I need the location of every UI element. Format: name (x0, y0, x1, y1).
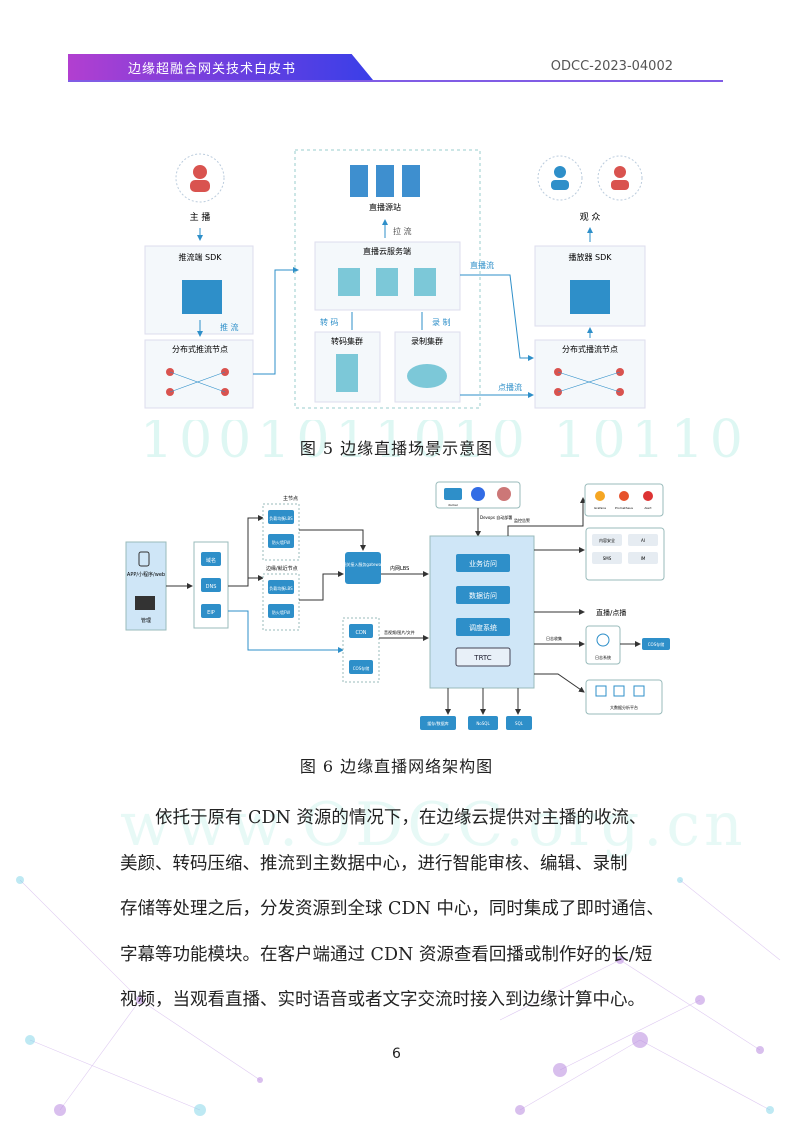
log-collect-label: 日志收集 (546, 635, 562, 641)
client-app-label: APP/小程序/web (127, 571, 165, 578)
monitor-icon (135, 596, 155, 610)
page-number: 6 (392, 1046, 401, 1062)
document-code: ODCC-2023-04002 (550, 59, 673, 74)
tool-grafana: Grafana (594, 506, 606, 510)
grafana-icon (595, 491, 605, 501)
prometheus-icon (619, 491, 629, 501)
edge-node-label: 边缘/就近节点 (266, 565, 298, 572)
figure-live-scenario: 主 播 推流端 SDK 推 流 分布式推流节点 直播源站 拉 流 直播云服务端 … (140, 140, 670, 420)
cloud-icon (407, 364, 447, 388)
paragraph-line: 视频，当观看直播、实时语音或者文字交流时接入到边缘计算中心。 (120, 990, 645, 1010)
bigdata-icons (595, 685, 645, 697)
transcode-cluster-label: 转码集群 (331, 336, 363, 346)
pull-node-label: 分布式播流节点 (562, 344, 618, 354)
main-fw: 防火墙FW (272, 539, 290, 545)
cdn-label: CDN (355, 630, 366, 636)
push-stream-label: 推 流 (220, 322, 239, 332)
storage-sql: SQL (515, 721, 524, 726)
folder-icon (182, 280, 222, 314)
storage-cache: 缓存/数据库 (427, 720, 448, 726)
figure-network-architecture: APP/小程序/web 管理 域名 DNS EIP 主节点 负载均衡LBS 防火… (118, 478, 673, 740)
sec-im: IM (641, 556, 646, 561)
cloud-server-label: 直播云服务端 (363, 246, 411, 256)
cloud-server-icon (338, 268, 436, 296)
edge-service-eip: EIP (207, 610, 215, 616)
service-data: 数据访问 (469, 591, 497, 600)
push-node-label: 分布式推流节点 (172, 344, 228, 354)
service-scheduler: 调度系统 (469, 623, 497, 632)
site-watermark: www.ODCC.org.cn (120, 790, 747, 860)
jenkins-icon (497, 487, 511, 501)
storage-nosql: NoSQL (476, 721, 490, 726)
edge-service-dns: DNS (206, 584, 217, 590)
sec-content: 内容安全 (599, 537, 615, 543)
devops-icon-docker: docker (448, 503, 459, 507)
body-paragraph: 依托于原有 CDN 资源的情况下，在边缘云提供对主播的收流、 美颜、转码压缩、推… (120, 796, 690, 1024)
figure-6-caption: 图 6 边缘直播网络架构图 (299, 757, 494, 776)
pull-stream-label: 拉 流 (393, 226, 412, 236)
main-lb: 负载均衡LBS (269, 515, 293, 521)
service-business: 业务访问 (469, 559, 497, 568)
origin-server-icon (350, 165, 420, 197)
alert-icon (643, 491, 653, 501)
cdn-link-label: 音视频/图片/文件 (384, 629, 415, 635)
vod-stream-label: 点播流 (498, 382, 522, 392)
live-stream-label: 直播流 (470, 260, 494, 270)
origin-label: 直播源站 (369, 202, 401, 212)
tool-prometheus: Prometheus (615, 506, 633, 510)
phone-icon (138, 551, 150, 567)
paragraph-line: 依托于原有 CDN 资源的情况下，在边缘云提供对主播的收流、 (155, 808, 647, 828)
bigdata-label: 大数据分析平台 (610, 704, 638, 710)
devops-label: Devops 自动部署 (480, 514, 512, 520)
transcode-server-icon (336, 354, 358, 392)
network-decoration (16, 876, 781, 1116)
sec-sms: SMS (603, 556, 612, 561)
player-folder-icon (570, 280, 610, 314)
sec-ai: AI (641, 538, 645, 543)
log-system-label: 日志系统 (595, 654, 611, 660)
tool-alert: Alert (644, 506, 652, 510)
record-label: 录 制 (432, 317, 451, 327)
service-trtc: TRTC (473, 654, 491, 662)
live-vod-label: 直播/点播 (596, 608, 626, 617)
cos-label: COS存储 (353, 665, 369, 671)
document-title: 边缘超融合网关技术白皮书 (128, 62, 297, 77)
push-sdk-label: 推流端 SDK (178, 252, 222, 262)
edge-fw: 防火墙FW (272, 609, 290, 615)
log-icon (596, 633, 610, 647)
cos-log-label: COS存储 (648, 641, 664, 647)
docker-icon (444, 488, 462, 500)
paragraph-line: 字幕等功能模块。在客户端通过 CDN 资源查看回播或制作好的长/短 (120, 944, 653, 965)
gateway-label: 网关接入服务gateway (342, 561, 384, 567)
record-cluster-label: 录制集群 (411, 336, 443, 346)
anchor-label: 主 播 (190, 211, 211, 223)
transcode-label: 转 码 (320, 317, 339, 327)
paragraph-line: 存储等处理之后，分发资源到全球 CDN 中心，同时集成了即时通信、 (120, 899, 664, 919)
edge-service-domain: 域名 (206, 557, 216, 564)
header-divider (68, 80, 723, 82)
monitor-label: 监控告警 (514, 517, 530, 523)
main-node-label: 主节点 (283, 495, 298, 502)
figure-5-caption: 图 5 边缘直播场景示意图 (299, 439, 494, 458)
audience-label: 观 众 (580, 212, 601, 223)
player-sdk-label: 播放器 SDK (568, 252, 612, 262)
paragraph-line: 美颜、转码压缩、推流到主数据中心，进行智能审核、编辑、录制 (120, 853, 628, 874)
edge-lb: 负载均衡LBS (269, 585, 293, 591)
k8s-icon (471, 487, 485, 501)
audience-icon (537, 155, 643, 201)
intranet-lbs-label: 内网LBS (390, 565, 409, 572)
anchor-icon (175, 153, 225, 203)
client-mgmt-label: 管理 (141, 617, 151, 624)
header-band (68, 54, 373, 80)
